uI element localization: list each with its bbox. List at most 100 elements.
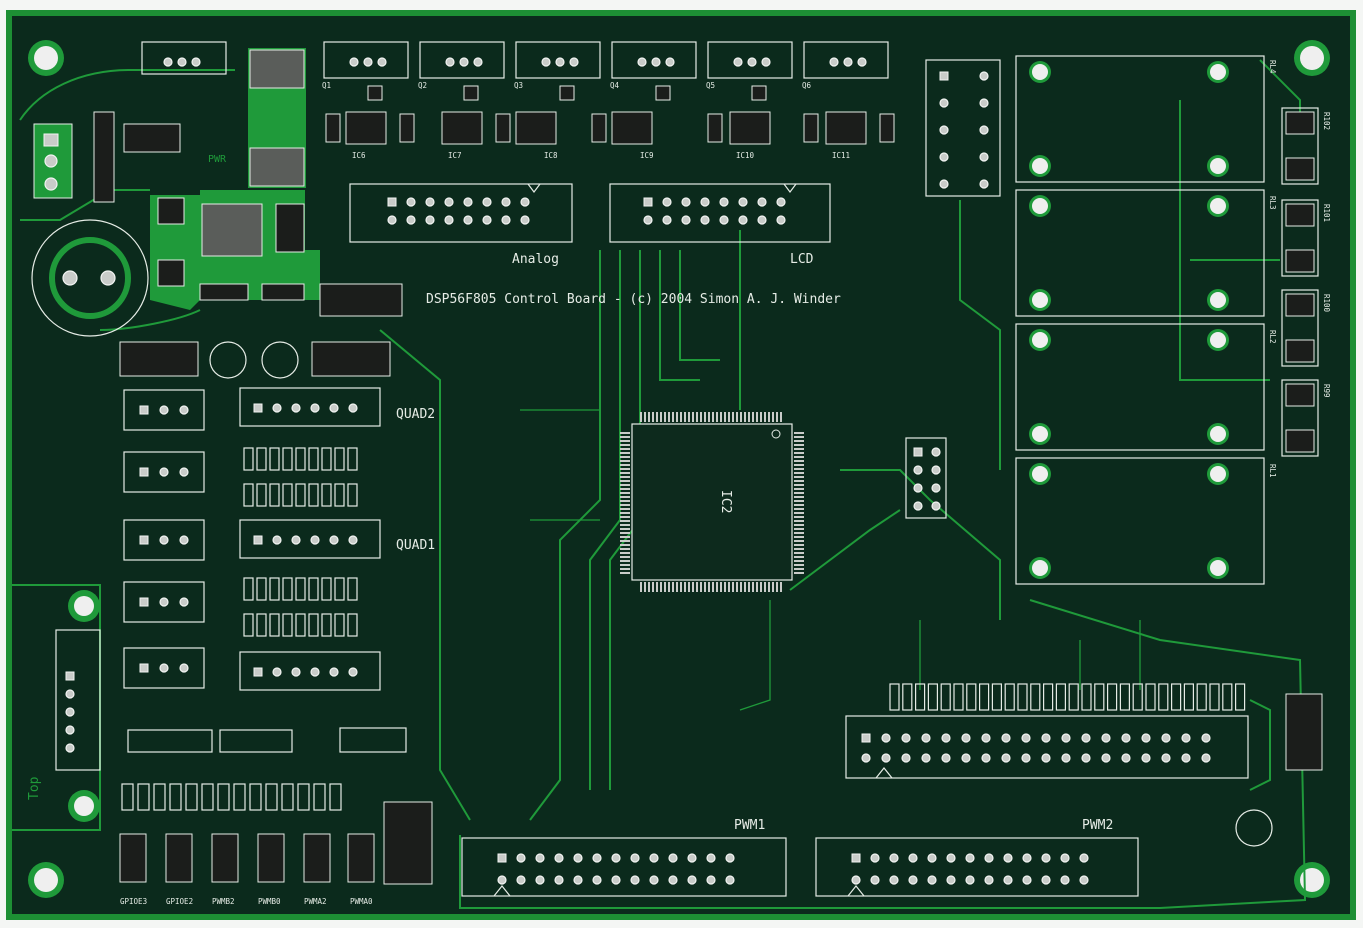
resistor — [334, 483, 345, 507]
ic2-pin — [794, 484, 804, 486]
transistor-label: Q4 — [610, 81, 620, 90]
capacitor — [313, 783, 326, 811]
resistor — [1119, 683, 1131, 711]
ic2-pin — [620, 564, 630, 566]
capacitor — [329, 783, 342, 811]
resistor — [256, 447, 267, 471]
ic2-pin — [680, 412, 682, 422]
resistor — [243, 483, 254, 507]
ic2-pin — [620, 456, 630, 458]
resistor — [321, 447, 332, 471]
pl4-header — [845, 683, 1249, 779]
ic2-pin — [748, 582, 750, 592]
ic2-pin — [620, 504, 630, 506]
bottom-header-label: GPIOE3 — [120, 897, 147, 906]
ic2-pin — [620, 500, 630, 502]
pl4-pin — [981, 753, 991, 763]
relay-label: RL2 — [1268, 330, 1277, 344]
ic2-pin — [794, 476, 804, 478]
ic2-pin — [744, 412, 746, 422]
resistor — [1234, 683, 1246, 711]
pl4-pin — [861, 753, 871, 763]
pwm2-pin — [965, 853, 975, 863]
pwm2-pin — [927, 853, 937, 863]
relay-pad — [1210, 158, 1226, 174]
ic2-pin — [676, 412, 678, 422]
relay-resistor — [1281, 199, 1319, 277]
relay-resistor-label: R102 — [1322, 112, 1331, 130]
pwm1-pin — [535, 875, 545, 885]
pl2-pin — [272, 667, 282, 677]
pl2-pin — [348, 667, 358, 677]
resistor — [1183, 683, 1195, 711]
pl4-pin — [881, 753, 891, 763]
diode — [347, 833, 375, 883]
connector-pin — [139, 597, 149, 607]
pl7-pin — [913, 447, 923, 457]
pl4-pin — [1121, 753, 1131, 763]
ic2-pin — [794, 532, 804, 534]
pwm2-pin — [1003, 875, 1013, 885]
ic2-pin — [620, 540, 630, 542]
lcd-pin — [719, 215, 729, 225]
diode — [165, 833, 193, 883]
ic2-pin — [688, 582, 690, 592]
resistor — [243, 577, 254, 601]
ic2-pin — [794, 496, 804, 498]
relay-resistor-pad — [1285, 203, 1315, 227]
connector-pin — [159, 467, 169, 477]
bottom-header-label: PWMA2 — [304, 897, 327, 906]
pl4-pin — [1121, 733, 1131, 743]
capacitor — [297, 783, 310, 811]
resistor — [953, 683, 964, 711]
pwm2-pin — [870, 853, 880, 863]
ic2-pin — [640, 582, 642, 592]
ic2-pin — [620, 524, 630, 526]
ic2-pin — [780, 412, 782, 422]
pwm1-pin — [649, 853, 659, 863]
ic2-pin — [794, 540, 804, 542]
pwm2-pin — [984, 875, 994, 885]
ic2-pin — [764, 582, 766, 592]
ic2-pin — [668, 412, 670, 422]
quad1-label: QUAD1 — [396, 538, 435, 553]
bottom-header-label: PWMB0 — [258, 897, 281, 906]
pwm1-pin — [516, 853, 526, 863]
resistor — [295, 483, 306, 507]
ic2-pin — [620, 572, 630, 574]
pwm2-pin — [1041, 875, 1051, 885]
pl7-pin — [931, 465, 941, 475]
pwm1-pin — [592, 853, 602, 863]
analog-pin — [501, 215, 511, 225]
pl7-pin — [913, 501, 923, 511]
analog-pin — [425, 215, 435, 225]
pl17-pin — [979, 71, 989, 81]
ic2-pin — [620, 548, 630, 550]
ic2-pin — [620, 552, 630, 554]
ic2-pin — [748, 412, 750, 422]
relay-resistor-label: R100 — [1322, 294, 1331, 313]
pl4-pin — [1101, 733, 1111, 743]
relay-resistor-pad — [1285, 429, 1315, 453]
ic2-pin — [794, 444, 804, 446]
pl4-pin — [1041, 733, 1051, 743]
quad2-pin — [272, 403, 282, 413]
analog-pin — [444, 215, 454, 225]
ic2-pin — [794, 460, 804, 462]
pwm1-pin — [573, 853, 583, 863]
lcd-header — [609, 183, 831, 243]
ic2-pin — [620, 452, 630, 454]
pwm1-pin — [611, 853, 621, 863]
lcd-pin — [738, 197, 748, 207]
connector-pin — [159, 405, 169, 415]
ic2-pin — [794, 508, 804, 510]
resistor — [321, 483, 332, 507]
pwm1-pin — [630, 853, 640, 863]
ic2-pin — [620, 436, 630, 438]
pwm2-pin — [927, 875, 937, 885]
analog-header — [349, 183, 573, 243]
pl4-pin — [1021, 733, 1031, 743]
resistor — [295, 613, 306, 637]
pwm2-pin — [965, 875, 975, 885]
resistor — [243, 447, 254, 471]
